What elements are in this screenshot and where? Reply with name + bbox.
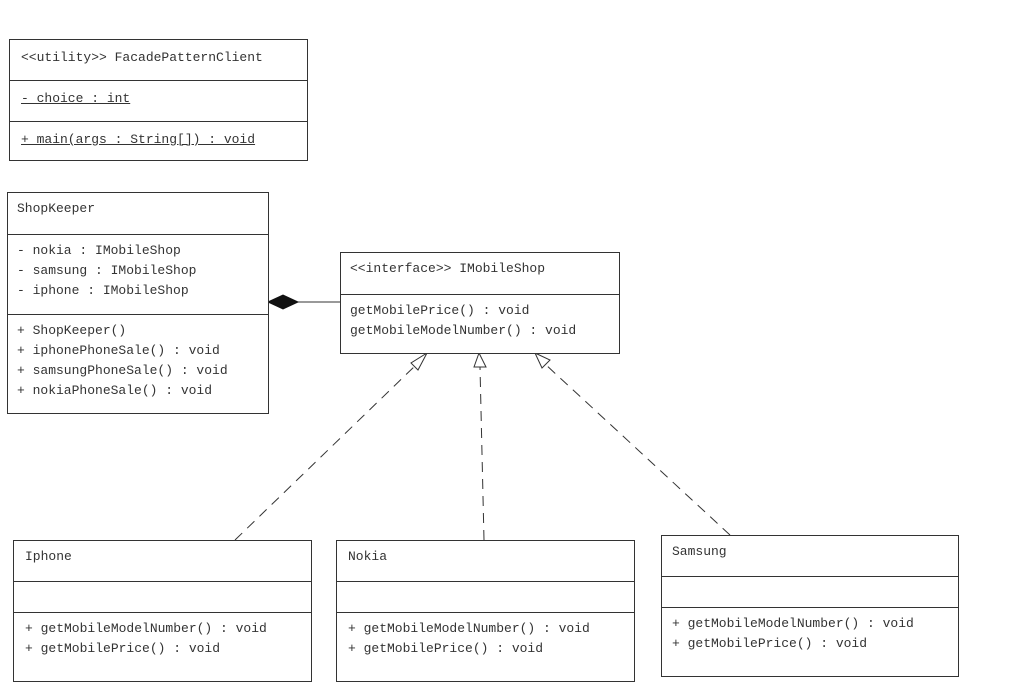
method-iphone-phone-sale: + iphonePhoneSale() : void — [17, 343, 220, 358]
realization-nokia-imobileshop — [473, 351, 487, 541]
class-name: <<utility>> FacadePatternClient — [21, 50, 263, 65]
class-name: Iphone — [25, 549, 72, 564]
operation-get-mobile-price: getMobilePrice() : void — [350, 303, 530, 318]
class-name: ShopKeeper — [17, 201, 96, 216]
realization-iphone-imobileshop — [234, 351, 429, 541]
operation-get-mobile-model-number: getMobileModelNumber() : void — [350, 323, 577, 338]
attributes-section: - nokia : IMobileShop - samsung : IMobil… — [8, 234, 268, 314]
method-shopkeeper: + ShopKeeper() — [17, 323, 127, 338]
class-name-section: Iphone — [14, 541, 311, 581]
attributes-section: - choice : int — [10, 80, 307, 121]
operations-section: getMobilePrice() : void getMobileModelNu… — [341, 294, 619, 341]
method-get-mobile-model-number: + getMobileModelNumber() : void — [348, 621, 590, 636]
class-name: <<interface>> IMobileShop — [350, 261, 546, 276]
method-get-mobile-price: + getMobilePrice() : void — [25, 641, 221, 656]
realization-arrowhead — [533, 351, 551, 369]
class-iphone[interactable]: Iphone + getMobileModelNumber() : void +… — [13, 540, 312, 682]
method-nokia-phone-sale: + nokiaPhoneSale() : void — [17, 383, 213, 398]
composition-diamond — [266, 294, 300, 310]
methods-section: + ShopKeeper() + iphonePhoneSale() : voi… — [8, 314, 268, 401]
methods-section: + getMobileModelNumber() : void + getMob… — [662, 607, 958, 654]
class-name: Nokia — [348, 549, 388, 564]
class-name: Samsung — [672, 544, 727, 559]
method-get-mobile-model-number: + getMobileModelNumber() : void — [25, 621, 267, 636]
class-nokia[interactable]: Nokia + getMobileModelNumber() : void + … — [336, 540, 635, 682]
class-samsung[interactable]: Samsung + getMobileModelNumber() : void … — [661, 535, 959, 677]
class-name-section: ShopKeeper — [8, 193, 268, 234]
methods-section: + main(args : String[]) : void — [10, 121, 307, 150]
method-get-mobile-price: + getMobilePrice() : void — [348, 641, 544, 656]
class-name-section: <<interface>> IMobileShop — [341, 253, 619, 294]
attribute-samsung: - samsung : IMobileShop — [17, 263, 197, 278]
methods-section: + getMobileModelNumber() : void + getMob… — [14, 612, 311, 659]
method-get-mobile-model-number: + getMobileModelNumber() : void — [672, 616, 914, 631]
class-name-section: <<utility>> FacadePatternClient — [10, 40, 307, 80]
realization-arrowhead — [410, 351, 429, 371]
class-name-section: Nokia — [337, 541, 634, 581]
attribute-iphone: - iphone : IMobileShop — [17, 283, 189, 298]
attribute-choice: - choice : int — [21, 91, 131, 106]
class-shopkeeper[interactable]: ShopKeeper - nokia : IMobileShop - samsu… — [7, 192, 269, 414]
method-main: + main(args : String[]) : void — [21, 132, 256, 147]
method-get-mobile-price: + getMobilePrice() : void — [672, 636, 868, 651]
realization-samsung-imobileshop — [533, 351, 731, 536]
methods-section: + getMobileModelNumber() : void + getMob… — [337, 612, 634, 659]
class-facade-pattern-client[interactable]: <<utility>> FacadePatternClient - choice… — [9, 39, 308, 161]
attributes-section — [14, 581, 311, 612]
interface-imobileshop[interactable]: <<interface>> IMobileShop getMobilePrice… — [340, 252, 620, 354]
attributes-section — [662, 576, 958, 607]
method-samsung-phone-sale: + samsungPhoneSale() : void — [17, 363, 228, 378]
attribute-nokia: - nokia : IMobileShop — [17, 243, 181, 258]
realization-arrowhead — [473, 351, 487, 368]
attributes-section — [337, 581, 634, 612]
composition-shopkeeper-imobileshop — [266, 294, 340, 310]
class-name-section: Samsung — [662, 536, 958, 576]
